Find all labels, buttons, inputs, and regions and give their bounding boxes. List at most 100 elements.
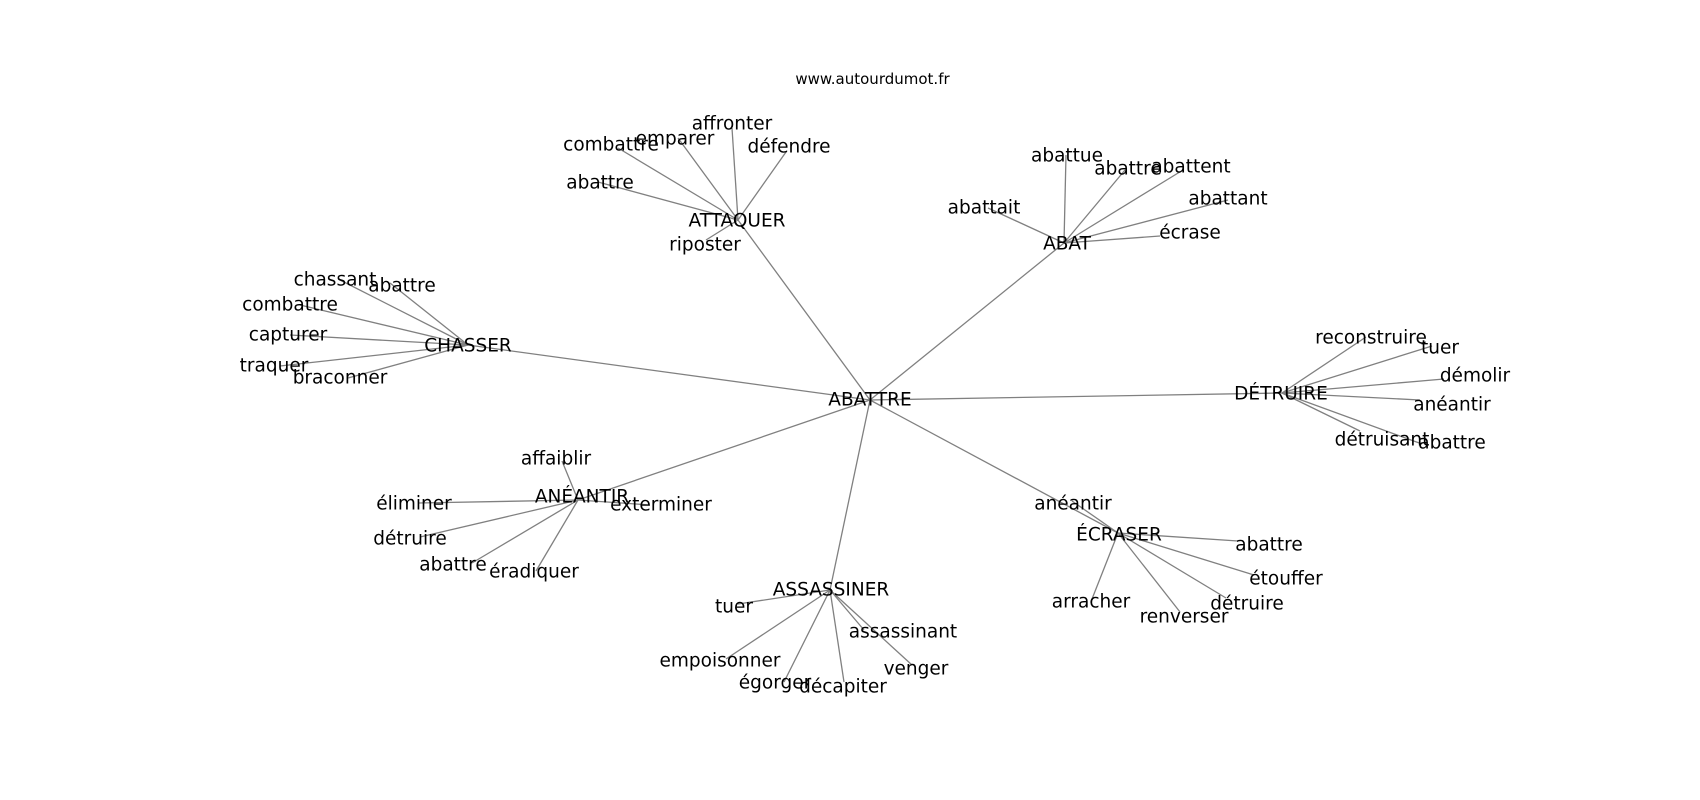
leaf-node-label: éliminer — [376, 494, 452, 515]
edge-3-0 — [1281, 336, 1367, 394]
edge-0-5 — [705, 219, 739, 241]
cluster-node-label: ASSASSINER — [773, 580, 890, 601]
edge-4-0 — [561, 460, 579, 501]
leaf-node-label: abattait — [948, 198, 1021, 219]
cluster-node-label: ANÉANTIR — [535, 486, 629, 508]
edge-4-4 — [471, 499, 579, 564]
leaf-node-label: riposter — [669, 235, 741, 256]
leaf-node-label: égorger — [739, 673, 812, 694]
cluster-node-label: CHASSER — [424, 336, 512, 357]
leaf-node-label: combattre — [242, 295, 338, 316]
edge-4-2 — [577, 499, 651, 506]
leaf-node-label: capturer — [249, 325, 328, 346]
edge-0-3 — [737, 151, 787, 221]
edge-root-4 — [577, 399, 871, 501]
leaf-node-label: abattant — [1188, 189, 1267, 210]
leaf-node-label: assassinant — [849, 622, 957, 643]
leaf-node-label: combattre — [563, 135, 659, 156]
leaf-node-label: traquer — [240, 356, 309, 377]
edge-4-1 — [417, 499, 579, 504]
edge-6-1 — [829, 589, 865, 631]
root-node-label: ABATTRE — [828, 390, 911, 411]
leaf-node-label: affronter — [692, 114, 773, 135]
leaf-node-label: abattre — [368, 276, 436, 297]
edge-6-5 — [829, 589, 845, 683]
edge-1-2 — [1063, 169, 1184, 244]
edge-0-1 — [677, 137, 739, 221]
leaf-node-label: détruire — [373, 529, 446, 550]
leaf-node-label: écrase — [1159, 223, 1221, 244]
leaf-node-label: venger — [884, 659, 949, 680]
leaf-node-label: abattre — [566, 173, 634, 194]
edge-1-1 — [1063, 169, 1126, 244]
leaf-node-label: abattue — [1031, 146, 1103, 167]
leaf-node-label: démolir — [1440, 366, 1511, 387]
leaf-node-label: défendre — [747, 137, 830, 158]
leaf-node-label: abattre — [1094, 159, 1162, 180]
edge-1-3 — [1063, 199, 1229, 244]
edge-3-4 — [1281, 392, 1361, 432]
edge-2-1 — [389, 282, 469, 346]
leaf-node-label: tuer — [715, 597, 753, 618]
label-layer: ABATTREATTAQUERaffronteremparercombattre… — [240, 114, 1511, 698]
edge-2-0 — [339, 279, 469, 346]
edge-3-2 — [1281, 378, 1445, 394]
leaf-node-label: détruisant — [1335, 430, 1430, 451]
edge-5-4 — [1091, 532, 1119, 600]
edge-0-0 — [731, 127, 739, 221]
edge-6-0 — [737, 589, 831, 605]
edge-root-2 — [467, 344, 871, 401]
edge-5-3 — [1117, 532, 1227, 599]
source-caption: www.autourdumot.fr — [795, 70, 950, 88]
edge-2-2 — [299, 304, 469, 346]
leaf-node-label: éradiquer — [489, 562, 579, 583]
cluster-node-label: ÉCRASER — [1076, 524, 1162, 546]
edge-2-3 — [289, 334, 469, 346]
leaf-node-label: abattre — [1418, 433, 1486, 454]
leaf-node-label: anéantir — [1413, 395, 1491, 416]
leaf-node-label: détruire — [1210, 594, 1283, 615]
cluster-node-label: ATTAQUER — [688, 211, 785, 232]
leaf-node-label: affaiblir — [521, 449, 592, 470]
leaf-node-label: reconstruire — [1315, 328, 1427, 349]
leaf-node-label: braconner — [293, 368, 388, 389]
edge-root-0 — [737, 219, 871, 401]
edge-5-1 — [1117, 532, 1239, 542]
edge-root-1 — [869, 242, 1065, 401]
leaf-node-label: exterminer — [610, 495, 712, 516]
edge-layer — [279, 127, 1445, 683]
leaf-node-label: renverser — [1140, 607, 1229, 628]
edge-root-5 — [869, 399, 1119, 534]
edge-1-0 — [1063, 154, 1067, 244]
leaf-node-label: chassant — [294, 270, 377, 291]
edge-1-4 — [987, 207, 1065, 244]
edge-2-4 — [279, 344, 469, 367]
leaf-node-label: abattent — [1151, 157, 1230, 178]
edge-0-2 — [617, 147, 739, 221]
leaf-node-label: empoisonner — [660, 651, 781, 672]
edge-2-5 — [347, 344, 469, 379]
edge-6-2 — [725, 589, 831, 660]
edge-1-5 — [1063, 235, 1161, 244]
edge-6-3 — [829, 589, 913, 666]
leaf-node-label: abattre — [419, 555, 487, 576]
cluster-node-label: ABAT — [1043, 234, 1092, 255]
edge-3-3 — [1281, 392, 1421, 401]
edge-0-4 — [597, 181, 739, 221]
cluster-node-label: DÉTRUIRE — [1234, 383, 1328, 405]
edge-5-2 — [1117, 532, 1255, 576]
leaf-node-label: étouffer — [1249, 569, 1323, 590]
leaf-node-label: tuer — [1421, 338, 1459, 359]
leaf-node-label: abattre — [1235, 535, 1303, 556]
edge-root-3 — [869, 392, 1283, 401]
leaf-node-label: anéantir — [1034, 494, 1112, 515]
edge-root-6 — [829, 399, 871, 591]
edge-6-4 — [783, 589, 831, 683]
edge-4-3 — [419, 499, 579, 538]
edge-3-1 — [1281, 345, 1433, 394]
edge-5-0 — [1071, 500, 1119, 534]
edge-5-5 — [1117, 532, 1181, 613]
leaf-node-label: décapiter — [799, 677, 887, 698]
edge-4-5 — [535, 499, 579, 572]
